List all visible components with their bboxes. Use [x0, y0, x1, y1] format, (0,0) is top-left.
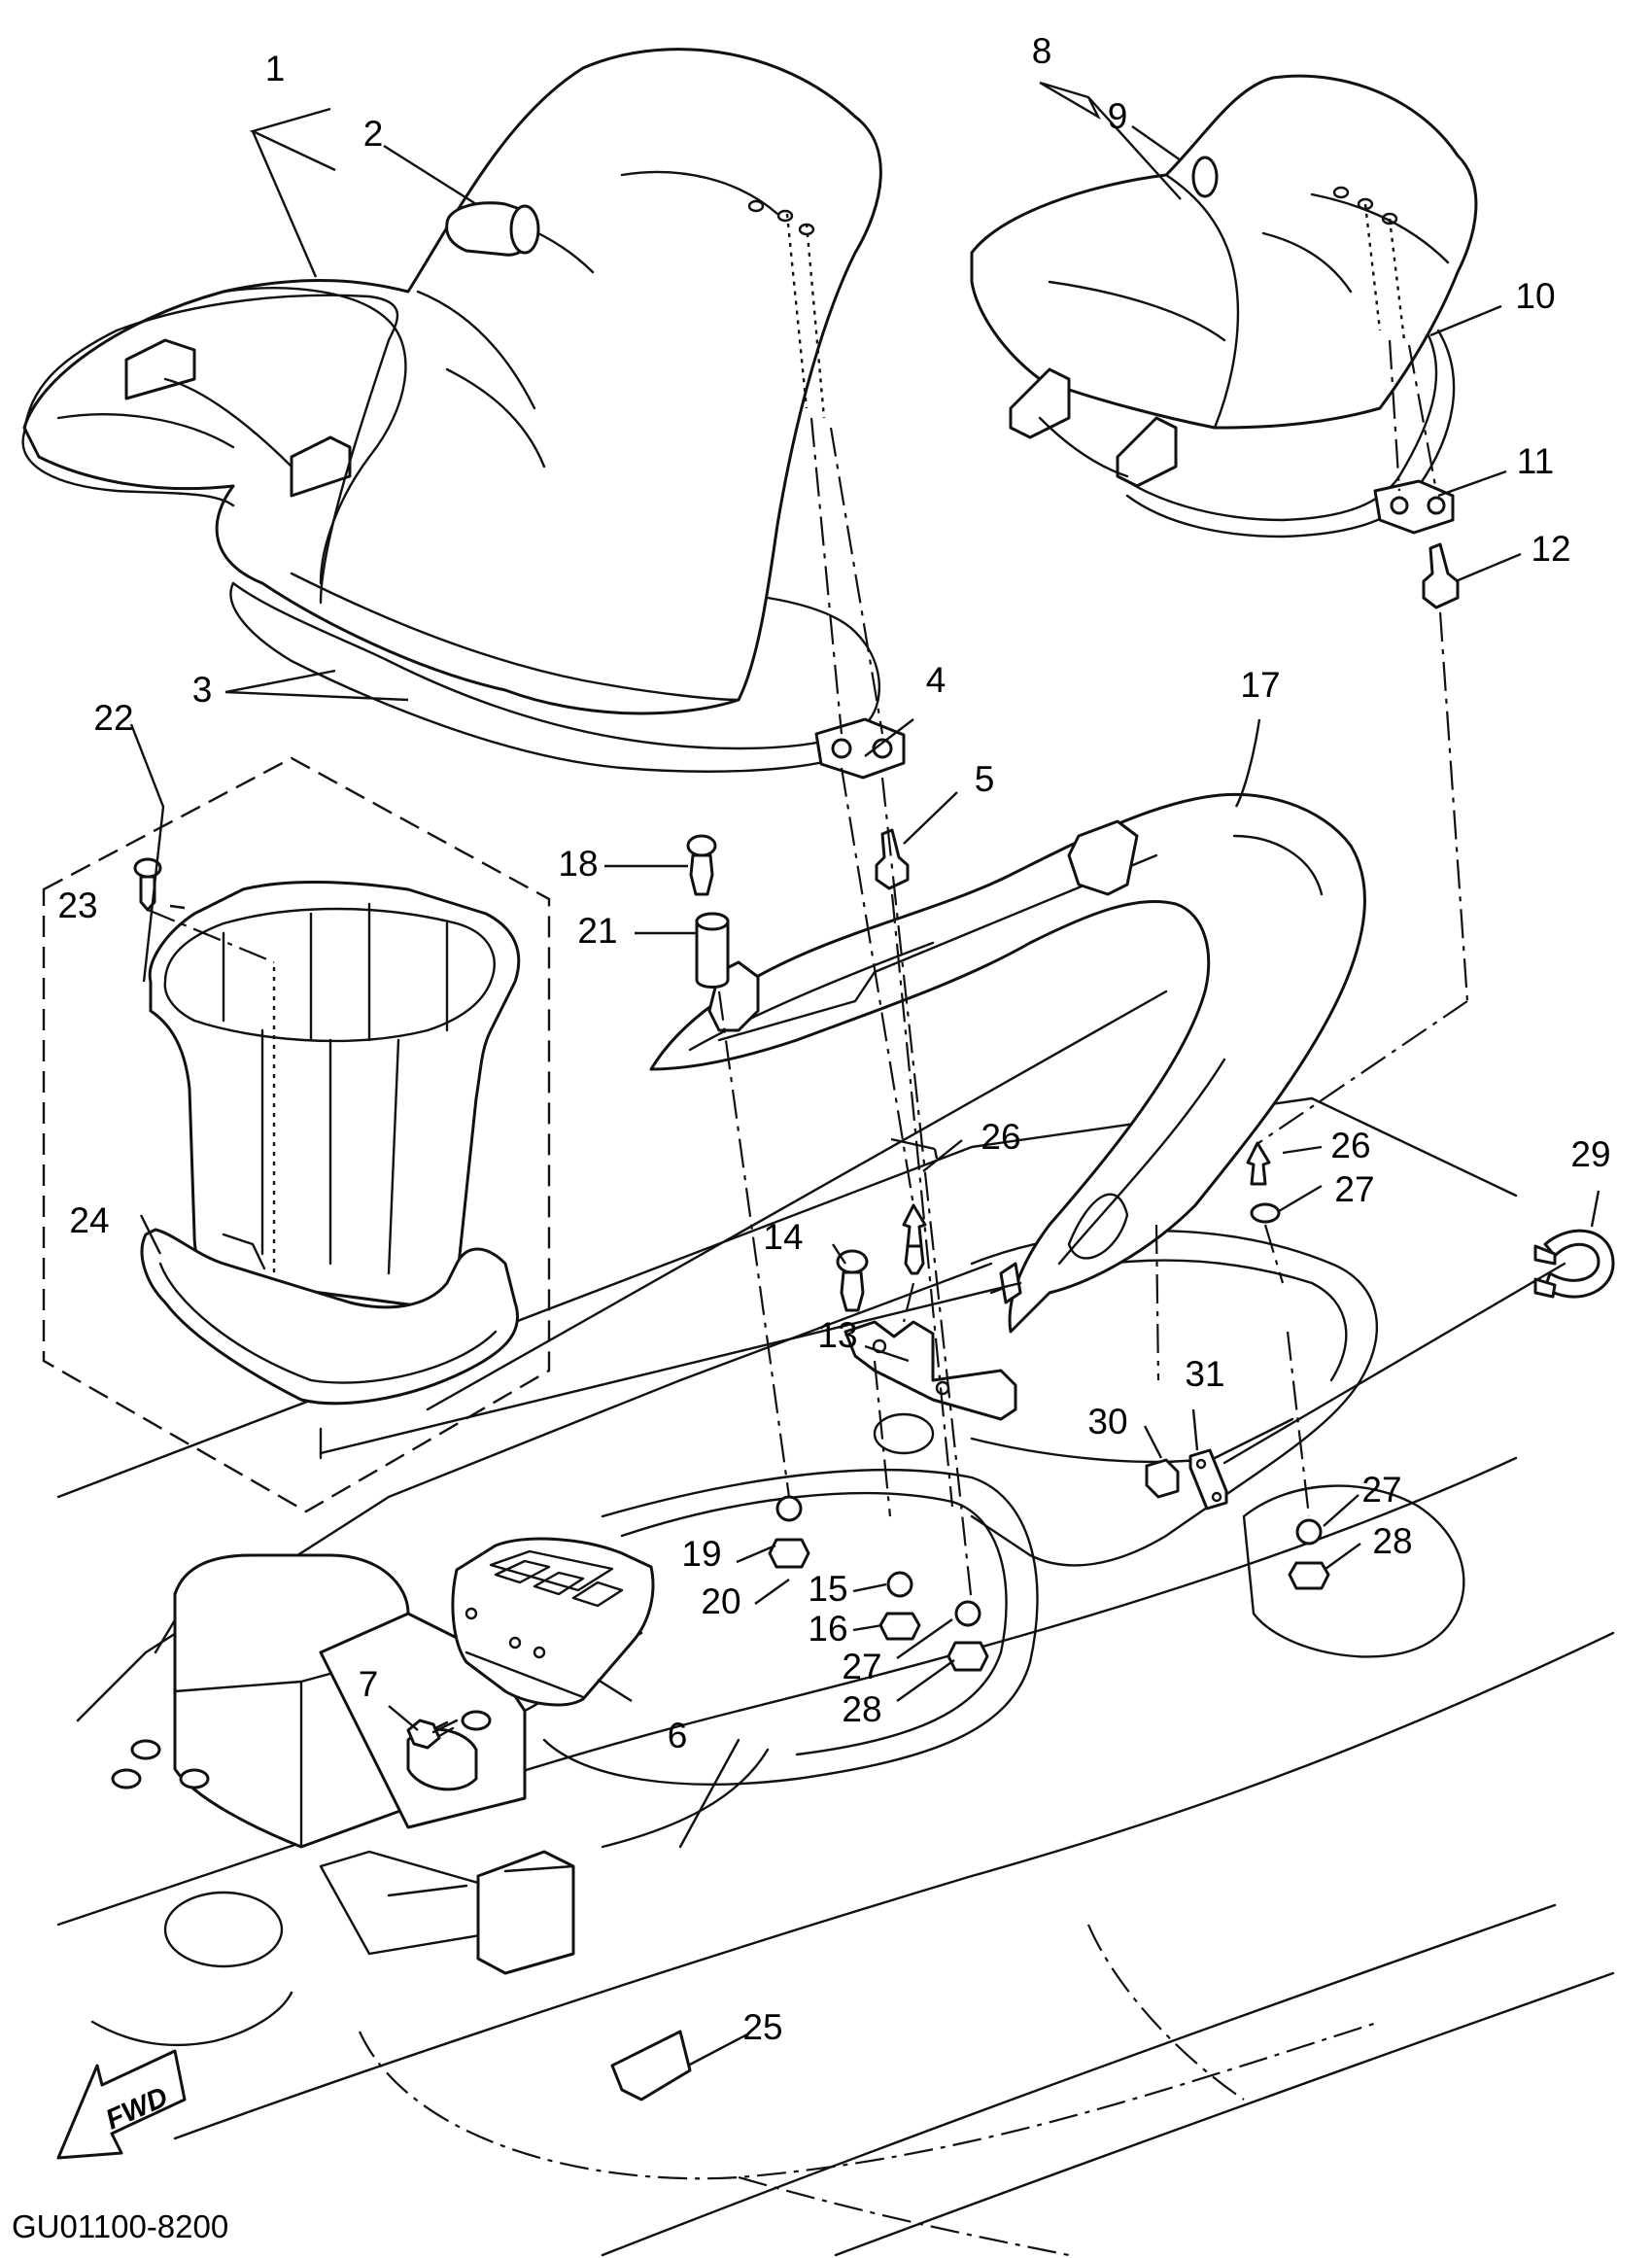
- part-label-22: 22: [93, 698, 133, 738]
- leader-lines: [129, 81, 1600, 2067]
- part-label-13: 13: [817, 1315, 857, 1355]
- hull-deck: [56, 1096, 1615, 2257]
- part-labels: 1 2 3 4 5 6 7 8 9 10 11 12 13 14 15 16 1…: [57, 31, 1610, 2047]
- front-seat-handle: [509, 204, 540, 255]
- decal: [610, 2030, 692, 2102]
- part-label-26-right: 26: [1330, 1126, 1370, 1165]
- part-label-27-right: 27: [1361, 1470, 1401, 1510]
- bolt-7: [406, 1719, 459, 1750]
- rear-seat-lock: [1373, 479, 1460, 609]
- part-label-16: 16: [808, 1609, 847, 1649]
- part-label-9: 9: [1108, 96, 1128, 136]
- rear-seat-handle: [1191, 156, 1219, 198]
- tray: [451, 1537, 655, 1707]
- screw-23: [133, 857, 162, 912]
- bolt-14: [836, 1249, 869, 1312]
- part-label-3: 3: [192, 670, 213, 710]
- bracket: [843, 1320, 1017, 1421]
- part-label-29: 29: [1570, 1134, 1610, 1174]
- collar: [695, 912, 730, 989]
- diagram-code: GU01100-8200: [12, 2208, 228, 2244]
- part-label-14: 14: [763, 1217, 803, 1257]
- fastener-26-left: [902, 1203, 927, 1275]
- part-label-25: 25: [742, 2007, 782, 2047]
- rear-seat: [970, 74, 1478, 488]
- front-seat-molding: [21, 294, 880, 773]
- part-label-28-lower: 28: [842, 1689, 881, 1729]
- front-seat: [22, 48, 882, 715]
- cable-clip: [1533, 1229, 1615, 1299]
- part-label-1: 1: [265, 49, 286, 88]
- front-seat-lock: [814, 717, 910, 890]
- part-label-8: 8: [1032, 31, 1052, 71]
- part-label-4: 4: [926, 660, 946, 700]
- strap: [1188, 1262, 1566, 1511]
- part-label-31: 31: [1185, 1354, 1224, 1394]
- part-label-12: 12: [1531, 529, 1570, 569]
- part-label-26-left: 26: [981, 1117, 1020, 1157]
- storage-box-group: [42, 756, 1168, 1513]
- part-label-2: 2: [363, 114, 384, 154]
- forward-arrow-icon: FWD: [56, 2049, 187, 2160]
- part-label-10: 10: [1515, 276, 1555, 316]
- part-label-21: 21: [577, 911, 617, 951]
- part-label-17: 17: [1240, 665, 1280, 705]
- assembly-lines: [147, 203, 1469, 1605]
- fastener-26-right: [1246, 1141, 1271, 1186]
- part-label-28-right: 28: [1372, 1521, 1412, 1561]
- part-label-5: 5: [975, 759, 995, 799]
- bolt-18: [686, 834, 717, 896]
- part-label-20: 20: [701, 1581, 740, 1621]
- part-label-18: 18: [558, 844, 598, 884]
- part-label-27-lower: 27: [842, 1647, 881, 1686]
- part-label-24: 24: [69, 1200, 109, 1240]
- part-label-23: 23: [57, 886, 97, 925]
- part-label-6: 6: [668, 1716, 688, 1755]
- part-label-15: 15: [808, 1569, 847, 1609]
- part-label-7: 7: [359, 1664, 379, 1704]
- part-label-19: 19: [681, 1534, 721, 1574]
- part-label-27-upper: 27: [1334, 1169, 1374, 1209]
- part-label-30: 30: [1087, 1402, 1127, 1442]
- seat-support-frame: [649, 793, 1366, 1334]
- rear-seat-molding: [1125, 329, 1456, 538]
- part-label-11: 11: [1517, 441, 1554, 481]
- washers-and-nuts: [768, 1202, 1330, 1672]
